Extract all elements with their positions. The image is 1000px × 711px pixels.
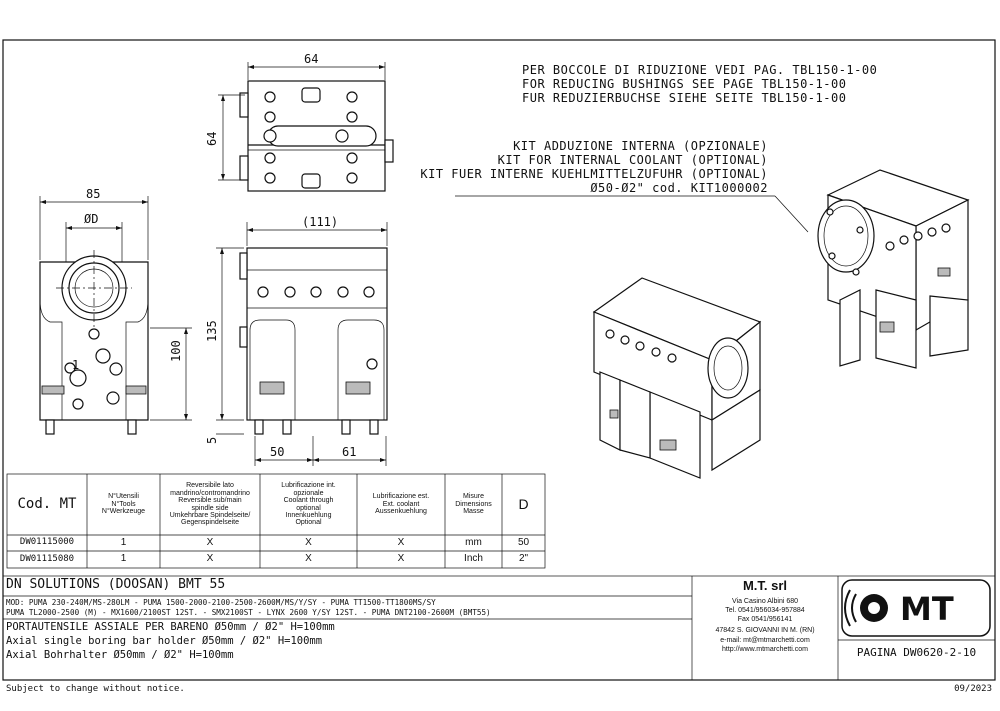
header-int-1: opzionale [293,489,324,497]
dim-side-61: 61 [342,445,356,459]
isometric-view-1 [817,169,970,369]
header-rev-0: Reversibile lato [186,482,234,490]
row1-rev: X [206,536,214,548]
header-rev-1: mandrino/contromandrino [170,489,250,497]
company-email-text[interactable]: e-mail: mt@mtmarchetti.com [720,637,810,644]
header-ext-coolant: Lubrificazione est. Ext. coolant Aussenk… [357,474,445,535]
dim-side-bottom: 5 [205,437,219,444]
company-fax: Fax 0541/956141 [737,616,793,623]
title-models-2: PUMA TL2000-2500 (M) - MX1600/2100ST 12S… [6,608,491,617]
note-coolant-it: KIT ADDUZIONE INTERNA (OPZIONALE) [513,139,768,153]
header-int-4: Innenkuehlung [285,511,332,519]
company-web[interactable]: http://www.mtmarchetti.com [692,646,838,653]
page-number: PAGINA DW0620-2-10 [856,646,977,659]
title-desc-de: Axial Bohrhalter Ø50mm / Ø2" H=100mm [6,649,234,661]
header-int-2: Coolant through [283,497,334,505]
header-tools-de: N°Werkzeuge [101,508,146,516]
company-tel: Tel. 0541/956034-957884 [725,607,805,614]
header-dims-1: Dimensions [455,500,492,508]
header-dims-2: Masse [463,508,484,516]
dim-side-width: (111) [302,215,338,229]
company-name: M.T. srl [742,578,788,593]
note-coolant-code: Ø50-Ø2" cod. KIT1000002 [590,181,768,195]
header-ext-0: Lubrificazione est. [372,493,430,501]
dim-front-width: 85 [86,187,100,201]
label-one: 1 [72,358,79,372]
dim-side-height: 135 [205,320,219,342]
row2-tools: 1 [120,553,127,565]
row1-tools: 1 [120,536,127,548]
footer-date: 09/2023 [954,684,992,694]
company-city: 47842 S. GIOVANNI IN M. (RN) [715,627,815,634]
title-brand: DN SOLUTIONS (DOOSAN) BMT 55 [6,577,226,592]
title-desc-en: Axial single boring bar holder Ø50mm / Ø… [6,635,323,647]
note-bushings-it: PER BOCCOLE DI RIDUZIONE VEDI PAG. TBL15… [522,63,877,77]
header-int-3: optional [296,504,321,512]
front-view: 85 ØD 1 100 [39,187,192,435]
note-bushings-en: FOR REDUCING BUSHINGS SEE PAGE TBL150-1-… [522,77,846,91]
header-int-5: Optional [295,519,322,527]
dim-top-height: 64 [205,132,219,146]
company-address: Via Casino Albini 680 [731,598,799,605]
header-int-coolant: Lubrificazione int. opzionale Coolant th… [260,474,357,535]
note-coolant-en: KIT FOR INTERNAL COOLANT (OPTIONAL) [498,153,768,167]
row2-unit: Inch [464,553,483,565]
side-view: (111) 135 5 50 61 [205,215,388,466]
title-block-grid [2,575,996,681]
row1-int: X [305,536,312,548]
company-email[interactable]: e-mail: mt@mtmarchetti.com [692,637,838,644]
header-dims-0: Misure [462,493,484,501]
company-web-link[interactable]: http://www.mtmarchetti.com [722,646,808,653]
title-models-1: MOD: PUMA 230-240M/MS-280LM - PUMA 1500-… [6,598,436,607]
title-desc-it: PORTAUTENSILE ASSIALE PER BARENO Ø50mm /… [6,621,335,633]
header-d: D [518,496,529,513]
header-tools-it: N°Utensili [108,493,139,501]
header-ext-1: Ext. coolant [382,500,420,508]
row1-ext: X [397,536,405,548]
header-int-0: Lubrificazione int. [281,482,336,490]
row1-code: DW01115000 [19,537,75,548]
footer-notice: Subject to change without notice. [6,684,185,694]
row2-d: 2" [518,553,529,565]
dim-top-width: 64 [304,52,318,66]
header-code: Cod. MT [17,496,77,513]
header-rev-3: spindle side [191,504,229,512]
mt-logo: MT [841,579,991,637]
row1-d: 50 [517,536,530,548]
header-rev-5: Gegenspindelseite [181,519,239,527]
dim-bore: ØD [84,212,98,226]
notes: PER BOCCOLE DI RIDUZIONE VEDI PAG. TBL15… [420,63,877,233]
header-reversible: Reversibile lato mandrino/contromandrino… [160,474,260,535]
header-ext-2: Aussenkuehlung [375,508,427,516]
row2-int: X [305,553,312,565]
note-coolant-de: KIT FUER INTERNE KUEHLMITTELZUFUHR (OPTI… [420,167,768,181]
table-grid [6,473,546,569]
row2-ext: X [397,553,405,565]
row2-code: DW01115080 [19,553,75,564]
note-bushings-de: FUR REDUZIERBUCHSE SIEHE SEITE TBL150-1-… [522,91,846,105]
isometric-view-2 [592,277,762,479]
top-view: 64 64 [205,52,394,192]
dim-side-50: 50 [270,445,284,459]
logo-text: MT [900,590,954,628]
header-tools: N°Utensili N°Tools N°Werkzeuge [87,474,160,535]
row1-unit: mm [465,536,482,548]
row2-rev: X [206,553,214,565]
header-dims: Misure Dimensions Masse [445,474,502,535]
header-tools-en: N°Tools [111,500,136,508]
header-rev-2: Reversible sub/main [178,497,242,505]
header-rev-4: Umkehrbare Spindelseite/ [169,511,251,519]
dim-front-height: 100 [169,340,183,362]
